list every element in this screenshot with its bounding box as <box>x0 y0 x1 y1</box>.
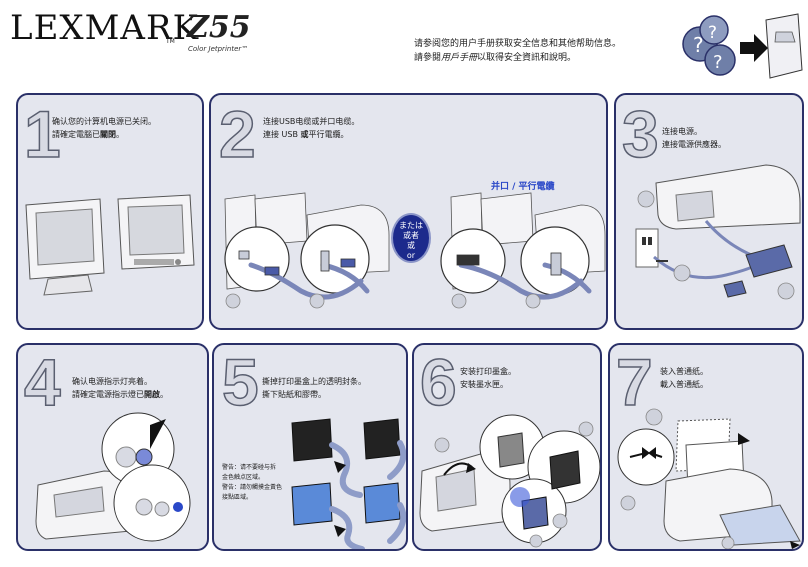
help-manual-icon: ? ? ? <box>682 13 803 79</box>
svg-text:?: ? <box>708 23 717 43</box>
step-1-number: 1 <box>23 97 61 171</box>
step-5-number: 5 <box>221 345 259 419</box>
step-3-panel: 3 连接电源。 連接電源供應器。 <box>614 93 804 330</box>
contact-warning: 警告：请不要碰与拆 金色触点区域。 警告：請勿觸摸金黃色 接點區域。 <box>222 464 283 501</box>
step-2-panel: 2 连接USB电缆或并口电缆。 連接 USB 或平行電纜。 并口 / 平行電纜 … <box>209 93 608 330</box>
cable-connection-illustration <box>224 192 606 309</box>
svg-text:?: ? <box>693 33 704 57</box>
step-5-panel: 5 撕掉打印墨盒上的透明封条。 撕下貼紙和膠帶。 警告：请不要碰与拆 金色触点区… <box>212 343 408 551</box>
trademark-mark: TM <box>166 38 175 45</box>
step-3-number: 3 <box>621 97 659 171</box>
product-subtitle: Color Jetprinter™ <box>188 45 249 53</box>
svg-text:?: ? <box>713 52 723 73</box>
step-6-instructions: 安装打印墨盒。 安裝墨水匣。 <box>460 367 516 389</box>
power-connection-illustration <box>635 164 801 300</box>
safety-line-traditional: 請參閱用戶手冊以取得安全資訊和說明。 <box>414 53 577 63</box>
step-2-instructions: 连接USB电缆或并口电缆。 連接 USB 或平行電纜。 <box>263 117 360 139</box>
step-7-number: 7 <box>615 345 653 419</box>
or-badge: または 或者 或 or <box>391 213 431 263</box>
monitors-off-illustration <box>25 194 195 296</box>
step-6-number: 6 <box>419 345 457 419</box>
lexmark-logo: LEXMARK <box>10 8 199 48</box>
load-paper-illustration <box>617 408 801 549</box>
install-cartridge-illustration <box>419 414 600 548</box>
remove-tape-illustration <box>291 418 406 549</box>
step-3-instructions: 连接电源。 連接電源供應器。 <box>662 127 726 149</box>
safety-notice: 请参阅您的用户手册获取安全信息和其他帮助信息。 請參閱用戶手冊以取得安全資訊和說… <box>414 37 621 65</box>
model-name: Z55 <box>187 10 251 45</box>
step-4-instructions: 确认电源指示灯亮着。 請確定電源指示燈已開啟。 <box>72 377 168 399</box>
step-5-instructions: 撕掉打印墨盒上的透明封条。 撕下貼紙和膠帶。 <box>262 377 366 399</box>
step-1-instructions: 确认您的计算机电源已关闭。 請確定電腦已關閉。 <box>52 117 156 139</box>
step-4-number: 4 <box>23 345 61 419</box>
step-2-number: 2 <box>218 97 256 171</box>
power-light-illustration <box>35 412 191 542</box>
step-1-panel: 1 确认您的计算机电源已关闭。 請確定電腦已關閉。 <box>16 93 204 330</box>
step-7-panel: 7 装入普通纸。 載入普通紙。 <box>608 343 804 551</box>
step-6-panel: 6 安装打印墨盒。 安裝墨水匣。 <box>412 343 602 551</box>
parallel-cable-label: 并口 / 平行電纜 <box>491 182 555 192</box>
safety-line-simplified: 请参阅您的用户手册获取安全信息和其他帮助信息。 <box>414 39 622 49</box>
step-4-panel: 4 确认电源指示灯亮着。 請確定電源指示燈已開啟。 <box>16 343 209 551</box>
step-7-instructions: 装入普通纸。 載入普通紙。 <box>660 367 708 389</box>
